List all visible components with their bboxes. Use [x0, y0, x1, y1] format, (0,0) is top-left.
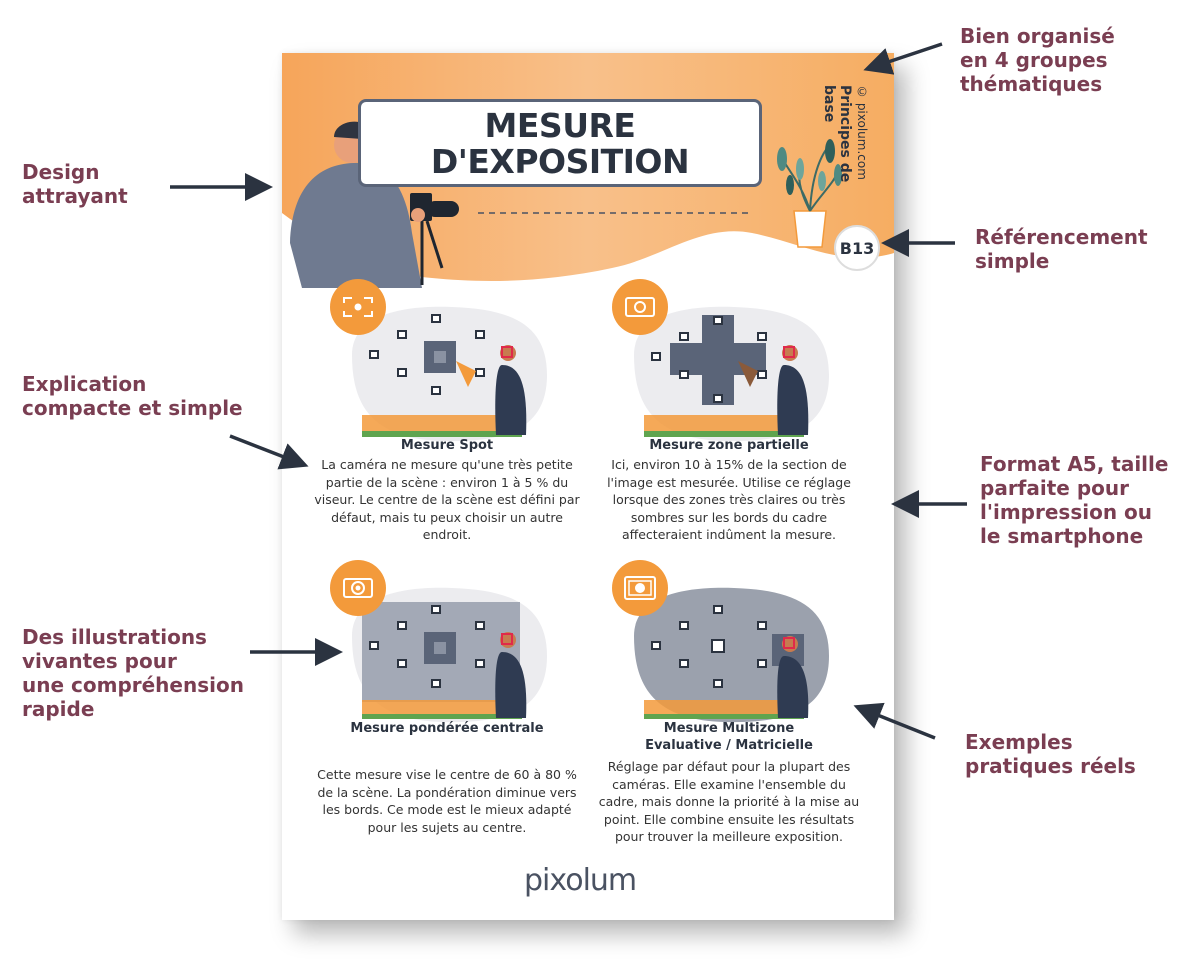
- callout-exemples: Exemples pratiques réels: [965, 730, 1136, 778]
- callout-format: Format A5, taille parfaite pour l'impres…: [980, 452, 1169, 548]
- center-weighted-illustration: [352, 587, 547, 723]
- card-partial: Mesure zone partielle Ici, environ 10 à …: [594, 279, 864, 549]
- card-matrix: Mesure Multizone Evaluative / Matriciell…: [594, 560, 864, 880]
- card-body: La caméra ne mesure qu'une très petite p…: [314, 457, 580, 542]
- spot-illustration: [352, 306, 547, 442]
- card-title: Mesure pondérée centrale: [350, 721, 544, 736]
- title-box: MESURE D'EXPOSITION: [358, 99, 762, 187]
- plant-illustration: [777, 139, 842, 248]
- card-spot: Mesure Spot La caméra ne mesure qu'une t…: [312, 279, 582, 549]
- card-title: Mesure zone partielle: [649, 438, 809, 453]
- card-title: Mesure Multizone Evaluative / Matriciell…: [645, 721, 813, 753]
- callout-organise: Bien organisé en 4 groupes thématiques: [960, 24, 1115, 96]
- partial-metering-icon: [612, 279, 668, 335]
- card-body: Réglage par défaut pour la plupart des c…: [598, 759, 860, 844]
- category-line1: Principes de: [837, 85, 853, 183]
- arrow-exemples: [853, 702, 936, 740]
- sheet-title: MESURE D'EXPOSITION: [430, 106, 690, 181]
- callout-design: Design attrayant: [22, 160, 128, 208]
- callout-referencement: Référencement simple: [975, 225, 1148, 273]
- card-body: Ici, environ 10 à 15% de la section de l…: [607, 457, 851, 542]
- arrow-explication: [229, 434, 309, 470]
- copyright: © pixolum.com: [855, 85, 869, 180]
- matrix-illustration: [634, 587, 829, 723]
- category-line2: base: [821, 85, 837, 123]
- matrix-metering-icon: [612, 560, 668, 616]
- partial-illustration: [634, 306, 829, 442]
- pixolum-logo: pixolum: [524, 863, 637, 898]
- sheet-category: © pixolum.com Principes de base: [817, 85, 877, 265]
- spot-metering-icon: [330, 279, 386, 335]
- callout-explication: Explication compacte et simple: [22, 372, 243, 420]
- card-center-weighted: Mesure pondérée centrale Cette mesure vi…: [312, 560, 582, 860]
- callout-illustrations: Des illustrations vivantes pour une comp…: [22, 625, 244, 721]
- arrow-organise: [863, 42, 943, 75]
- logo-text: pixolum: [524, 863, 637, 898]
- card-body: Cette mesure vise le centre de 60 à 80 %…: [317, 767, 577, 835]
- reference-code-badge: B13: [834, 225, 880, 271]
- cheat-sheet: MESURE D'EXPOSITION © pixolum.com Princi…: [282, 53, 894, 920]
- card-title: Mesure Spot: [400, 438, 494, 453]
- center-weighted-metering-icon: [330, 560, 386, 616]
